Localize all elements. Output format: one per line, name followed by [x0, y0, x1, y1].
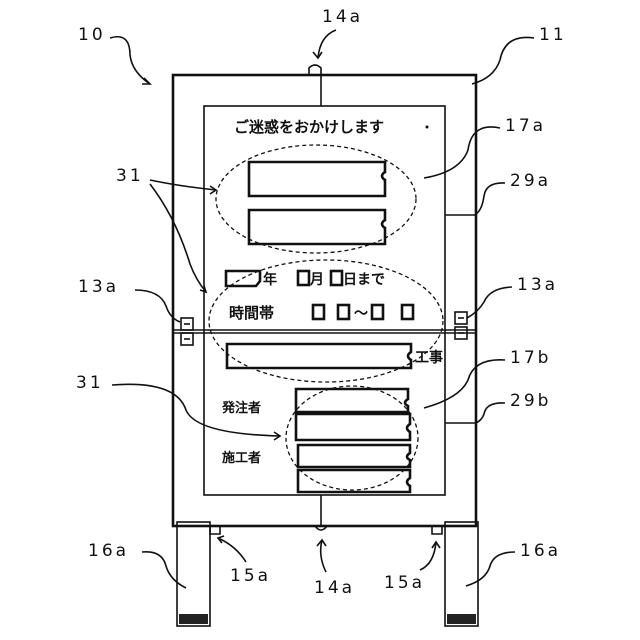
- board-heading: ご迷惑をおかけします: [234, 118, 384, 136]
- day-until-label: 日まで: [343, 272, 385, 288]
- leader-29a: [476, 183, 505, 214]
- month-label: 月: [309, 272, 324, 288]
- leader-13a-right: [467, 287, 512, 318]
- hinge-left: [181, 318, 193, 345]
- plate-upper-1: [249, 162, 385, 196]
- orderer-plate-1: [296, 389, 408, 412]
- leader-11: [472, 37, 534, 84]
- leader-31-top-b: [150, 184, 206, 292]
- orderer-plate-2: [296, 414, 410, 440]
- leader-29b: [476, 403, 505, 423]
- top-hook: [309, 65, 321, 75]
- hinge-right: [455, 312, 467, 339]
- arrow-14a-top: [313, 52, 322, 58]
- time-box-3: [372, 305, 383, 319]
- ref-14a-bottom: 14a: [314, 578, 355, 598]
- leader-15a-left: [218, 538, 246, 562]
- construction-plate: [227, 344, 411, 368]
- month-box: [298, 271, 309, 285]
- time-label: 時間帯: [229, 304, 274, 322]
- contractor-plate-1: [298, 445, 410, 467]
- ref-16a-left: 16a: [88, 541, 129, 561]
- leader-31-top-a: [150, 180, 216, 190]
- leader-10: [110, 37, 150, 84]
- year-label: 年: [263, 271, 277, 288]
- leader-17b: [424, 360, 505, 408]
- time-box-1: [313, 305, 324, 319]
- ref-16a-right: 16a: [520, 541, 561, 561]
- day-box: [331, 271, 342, 285]
- ref-29a: 29a: [510, 171, 551, 191]
- leader-16a-right: [466, 552, 515, 586]
- ref-15a-right: 15a: [384, 573, 425, 593]
- plate-upper-2: [249, 210, 385, 244]
- leg-right: [445, 522, 478, 626]
- outer-frame: [173, 75, 476, 526]
- ref-31-bottom: 31: [76, 373, 104, 393]
- construction-suffix: 工事: [415, 349, 443, 366]
- leader-16a-left: [142, 552, 186, 588]
- leg-left: [177, 522, 210, 626]
- group-31-lower: [286, 386, 418, 490]
- foot-cap-left: [179, 614, 208, 624]
- ref-13a-right: 13a: [517, 275, 558, 295]
- ref-17a: 17a: [505, 116, 546, 136]
- ref-15a-left: 15a: [230, 566, 271, 586]
- ref-31-top: 31: [116, 166, 144, 186]
- time-box-4: [402, 305, 413, 319]
- ref-14a-top: 14a: [322, 7, 363, 27]
- ref-11: 11: [539, 25, 567, 45]
- ref-10: 10: [78, 25, 106, 45]
- ref-29b: 29b: [510, 391, 551, 411]
- ref-17b: 17b: [510, 348, 551, 368]
- leader-17a: [424, 127, 500, 178]
- orderer-label: 発注者: [221, 400, 261, 416]
- foot-cap-right: [447, 614, 476, 624]
- time-box-2: [338, 305, 349, 319]
- heading-dot: [426, 126, 429, 129]
- contractor-plate-2: [298, 470, 410, 492]
- time-range-sep: ～: [354, 306, 368, 322]
- ref-13a-left: 13a: [78, 277, 119, 297]
- contractor-label: 施工者: [222, 450, 261, 466]
